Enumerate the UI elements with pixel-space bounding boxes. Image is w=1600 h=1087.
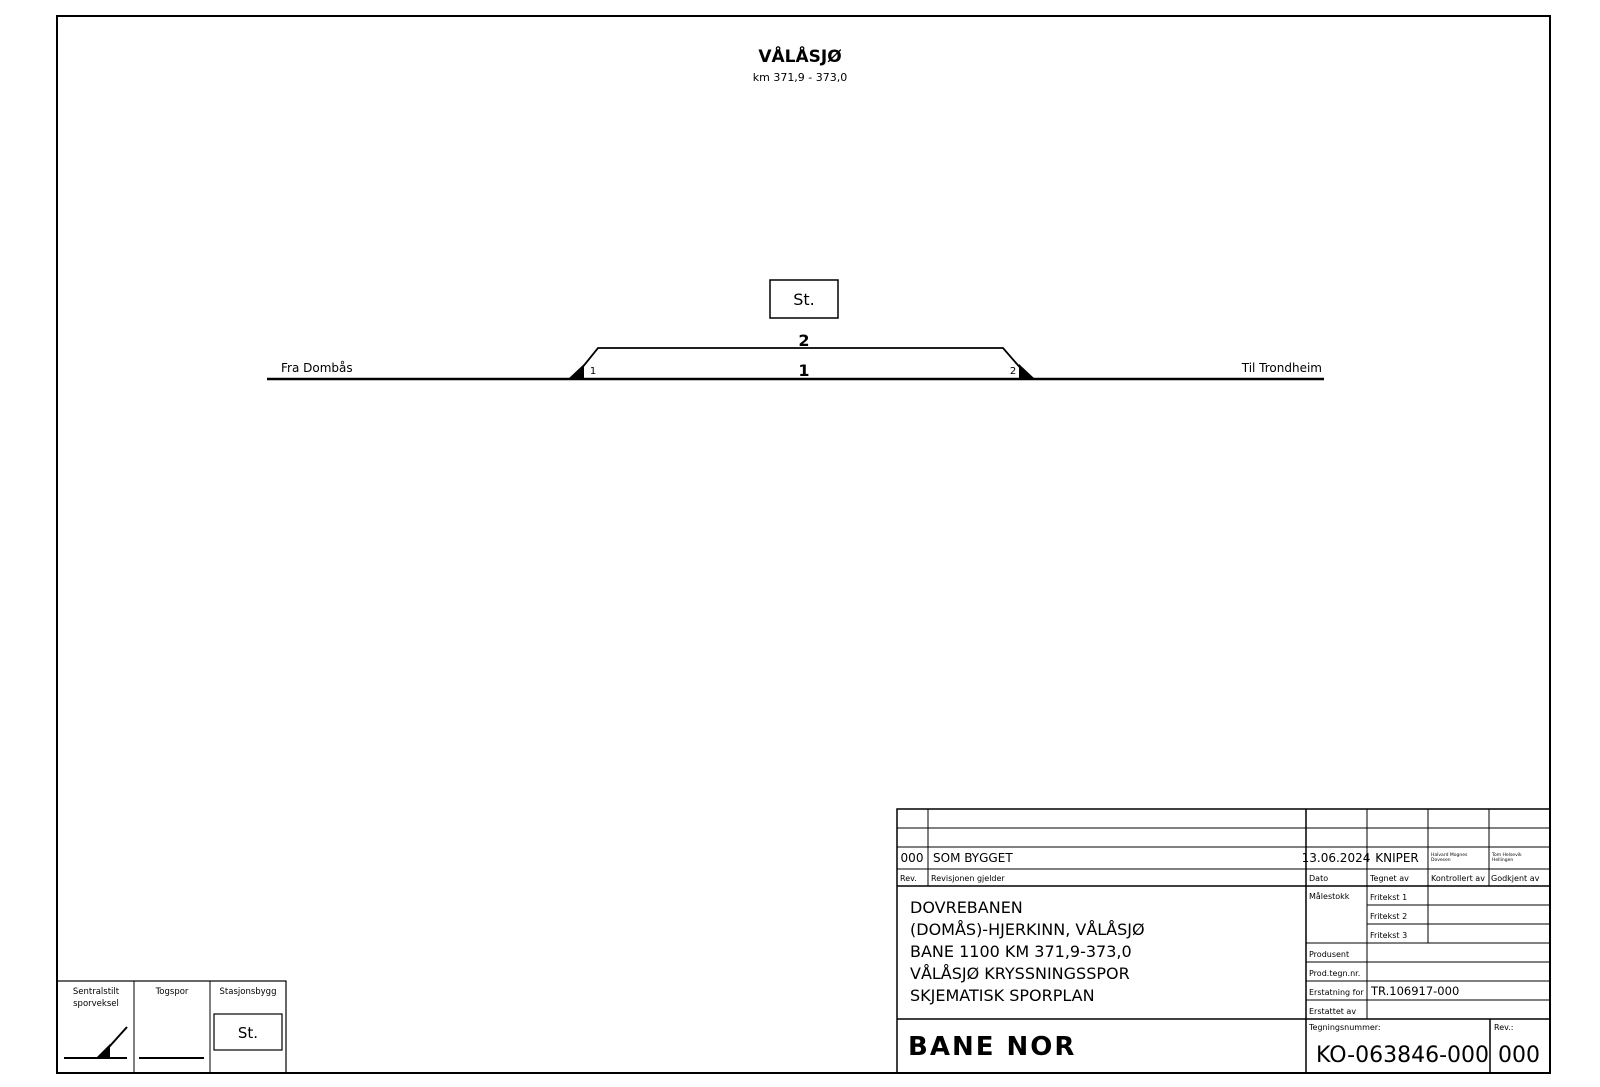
logo-text: BANE NOR (908, 1032, 1076, 1062)
switch-1-label: 1 (590, 366, 596, 377)
switch-2-marker (1019, 364, 1035, 379)
fld-tegningsnummer: Tegningsnummer: (1308, 1023, 1381, 1032)
legend-station-symbol-text: St. (238, 1024, 258, 1042)
fld-erstattet-av: Erstattet av (1309, 1007, 1356, 1016)
fld-rev-label: Rev.: (1494, 1023, 1513, 1032)
fld-produsent: Produsent (1309, 950, 1349, 959)
title-block: 000 SOM BYGGET 13.06.2024 KNIPER Halvard… (896, 808, 1551, 1074)
switch-2-label: 2 (1010, 366, 1016, 377)
legend: Sentralstilt sporveksel Togspor Stasjons… (56, 980, 287, 1074)
switch-1-marker (568, 364, 584, 379)
legend-station-label: Stasjonsbygg (220, 987, 277, 997)
hdr-description: Revisjonen gjelder (931, 874, 1005, 883)
legend-frame (56, 980, 287, 1074)
rev-number: 000 (901, 851, 924, 865)
drawing-rev: 000 (1498, 1043, 1540, 1068)
fld-erstatning-for-value: TR.106917-000 (1370, 984, 1459, 998)
fld-erstatning-for: Erstatning for (1309, 988, 1364, 997)
hdr-approved-by: Godkjent av (1491, 874, 1540, 883)
rev-date: 13.06.2024 (1302, 851, 1371, 865)
station-symbol-icon (213, 1013, 283, 1051)
track-2 (572, 347, 1031, 380)
hdr-date: Dato (1309, 874, 1328, 883)
right-direction-label: Til Trondheim (1241, 361, 1322, 375)
title-line-4: VÅLÅSJØ KRYSSNINGSSPOR (910, 964, 1130, 983)
left-direction-label: Fra Dombås (281, 361, 353, 375)
legend-track-label: Togspor (155, 987, 189, 997)
fld-fritekst3: Fritekst 3 (1370, 931, 1407, 940)
legend-switch-label-2: sporveksel (73, 999, 119, 1009)
track-2-label: 2 (798, 331, 809, 350)
legend-switch-label: Sentralstilt (73, 987, 120, 997)
drawing-title: VÅLÅSJØ (758, 44, 841, 67)
fld-fritekst1: Fritekst 1 (1370, 893, 1407, 902)
station-box (769, 279, 839, 319)
title-line-3: BANE 1100 KM 371,9-373,0 (910, 942, 1132, 961)
drawing-subtitle: km 371,9 - 373,0 (753, 71, 848, 84)
fld-prod-tegn-nr: Prod.tegn.nr. (1309, 969, 1360, 978)
track-1-label: 1 (798, 361, 809, 380)
bane-nor-logo: BANE NOR (908, 1032, 1076, 1062)
title-line-5: SKJEMATISK SPORPLAN (910, 986, 1095, 1005)
hdr-drawn-by: Tegnet av (1369, 874, 1409, 883)
station-building: St. (769, 279, 839, 319)
fld-malestokk: Målestokk (1309, 891, 1350, 901)
fld-fritekst2: Fritekst 2 (1370, 912, 1407, 921)
station-box-label: St. (793, 290, 815, 309)
sheet-border (56, 15, 1551, 1074)
hdr-checked-by: Kontrollert av (1431, 874, 1485, 883)
switch-symbol-icon (64, 1026, 128, 1059)
title-line-1: DOVREBANEN (910, 898, 1023, 917)
drawing-number: KO-063846-000 (1316, 1043, 1489, 1068)
rev-drawn-by: KNIPER (1375, 851, 1419, 865)
hdr-rev: Rev. (900, 874, 917, 883)
title-line-2: (DOMÅS)-HJERKINN, VÅLÅSJØ (910, 920, 1145, 939)
title-block-frame (896, 808, 1551, 1074)
rev-description: SOM BYGGET (933, 851, 1013, 865)
